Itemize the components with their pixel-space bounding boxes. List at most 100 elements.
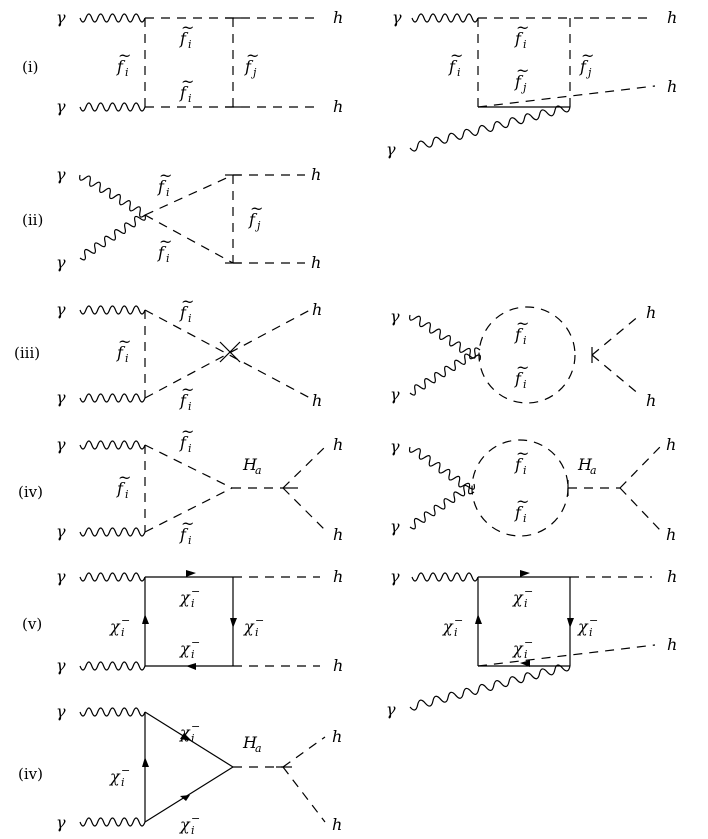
line-vi-h2 bbox=[282, 766, 326, 823]
svg-text:f: f bbox=[179, 303, 189, 322]
svg-text:i: i bbox=[125, 66, 129, 79]
higgs-iii-b-bottom: h bbox=[646, 391, 656, 410]
svg-text:f: f bbox=[179, 391, 189, 410]
gamma-i-a-bottom: γ bbox=[56, 97, 66, 116]
svg-text:f: f bbox=[448, 57, 458, 76]
line-iv-a-lower bbox=[144, 487, 233, 533]
line-vi-lower bbox=[144, 766, 234, 823]
svg-text:i: i bbox=[524, 597, 528, 610]
svg-text:i: i bbox=[454, 626, 458, 639]
svg-text:~: ~ bbox=[516, 492, 529, 511]
svg-text:−: − bbox=[524, 636, 533, 649]
sfermion-iii-a-left: f~i bbox=[116, 332, 131, 365]
svg-text:−: − bbox=[524, 585, 533, 598]
svg-text:i: i bbox=[188, 442, 192, 455]
svg-text:~: ~ bbox=[181, 72, 194, 91]
svg-text:−: − bbox=[191, 812, 200, 825]
svg-text:χ: χ bbox=[179, 815, 191, 834]
photon-iv-a-top bbox=[79, 440, 146, 450]
gamma-v-a-bottom: γ bbox=[56, 656, 66, 675]
line-ii-lower bbox=[144, 214, 234, 264]
svg-text:f: f bbox=[514, 369, 524, 388]
svg-text:i: i bbox=[188, 92, 192, 105]
sfermion-iv-a-top: f~i bbox=[179, 422, 194, 455]
svg-text:χ: χ bbox=[179, 639, 191, 658]
line-ii-upper bbox=[144, 174, 234, 216]
line-iv-b-h2 bbox=[619, 487, 661, 531]
svg-text:f: f bbox=[116, 343, 126, 362]
photon-iii-a-bottom bbox=[79, 393, 146, 403]
row-labels: (i) (ii) (iii) (iv) (v) (iv) bbox=[14, 58, 43, 783]
sfermion-iv-b-bottom: f~i bbox=[514, 492, 529, 525]
svg-text:i: i bbox=[191, 824, 195, 837]
gamma-iv-a-top: γ bbox=[56, 435, 66, 454]
higgs-iii-b-top: h bbox=[646, 303, 656, 322]
gamma-v-a-top: γ bbox=[56, 567, 66, 586]
propagator-lines bbox=[144, 17, 661, 823]
gamma-iv-b-bottom: γ bbox=[390, 517, 400, 536]
line-iv-a-h2 bbox=[282, 487, 326, 531]
chargino-vi-bottom: χ−i bbox=[179, 812, 200, 837]
higgs-i-b-bottom: h bbox=[667, 77, 677, 96]
svg-text:i: i bbox=[188, 534, 192, 547]
photon-i-b-top bbox=[411, 13, 479, 23]
arrow-vi-lower bbox=[180, 795, 190, 801]
photon-vi-top bbox=[79, 707, 146, 717]
gamma-ii-top: γ bbox=[56, 165, 66, 184]
sfermion-iii-b-top: f~i bbox=[514, 314, 529, 347]
svg-text:~: ~ bbox=[250, 199, 263, 218]
sfermion-iii-b-bottom: f~i bbox=[514, 358, 529, 391]
svg-text:~: ~ bbox=[246, 46, 259, 65]
svg-text:i: i bbox=[255, 626, 259, 639]
svg-text:f: f bbox=[179, 525, 189, 544]
higgs-ii-top: h bbox=[311, 165, 321, 184]
chargino-v-b-bottom: χ−i bbox=[512, 636, 533, 661]
svg-text:χ: χ bbox=[109, 767, 121, 786]
line-iv-a-h1 bbox=[282, 446, 326, 489]
chargino-v-a-top: χ−i bbox=[179, 585, 200, 610]
arrow-vi-left bbox=[142, 757, 149, 767]
row-label-iv: (iv) bbox=[18, 483, 43, 501]
svg-text:a: a bbox=[590, 464, 597, 477]
higgs-v-a-top: h bbox=[333, 567, 343, 586]
svg-text:~: ~ bbox=[516, 358, 529, 377]
photon-iv-a-bottom bbox=[79, 527, 146, 537]
svg-text:i: i bbox=[191, 732, 195, 745]
svg-text:f: f bbox=[514, 455, 524, 474]
svg-text:i: i bbox=[125, 488, 129, 501]
svg-text:i: i bbox=[523, 334, 527, 347]
higgs-iv-b-top: h bbox=[666, 435, 676, 454]
svg-text:χ: χ bbox=[109, 617, 121, 636]
svg-text:f: f bbox=[179, 433, 189, 452]
sfermion-ii-lower: f~i bbox=[157, 232, 172, 265]
photon-iii-b-top bbox=[409, 314, 481, 361]
photon-iii-b-bottom bbox=[409, 347, 481, 396]
svg-text:−: − bbox=[454, 614, 463, 627]
cross-iii-2 bbox=[219, 341, 241, 363]
chargino-v-b-right: χ−i bbox=[577, 614, 598, 639]
higgs-i-b-top: h bbox=[667, 8, 677, 27]
higgs-iii-a-top: h bbox=[312, 300, 322, 319]
svg-text:~: ~ bbox=[181, 380, 194, 399]
photon-i-b-bottom bbox=[409, 105, 571, 152]
gamma-iv-a-bottom: γ bbox=[56, 522, 66, 541]
svg-text:~: ~ bbox=[181, 422, 194, 441]
svg-text:a: a bbox=[255, 464, 262, 477]
svg-text:χ: χ bbox=[243, 617, 255, 636]
gamma-i-a-top: γ bbox=[56, 8, 66, 27]
line-iii-b-up bbox=[591, 314, 641, 356]
svg-text:f: f bbox=[179, 83, 189, 102]
svg-text:j: j bbox=[585, 66, 592, 79]
svg-text:~: ~ bbox=[118, 332, 131, 351]
photon-v-a-top bbox=[79, 572, 146, 582]
svg-text:i: i bbox=[457, 66, 461, 79]
svg-text:f: f bbox=[116, 57, 126, 76]
chargino-v-a-left: χ−i bbox=[109, 614, 130, 639]
svg-text:−: − bbox=[191, 636, 200, 649]
svg-text:χ: χ bbox=[512, 588, 524, 607]
photon-iii-a-top bbox=[79, 305, 146, 315]
gamma-ii-bottom: γ bbox=[56, 253, 66, 272]
svg-text:f: f bbox=[514, 29, 524, 48]
chargino-v-b-top: χ−i bbox=[512, 585, 533, 610]
